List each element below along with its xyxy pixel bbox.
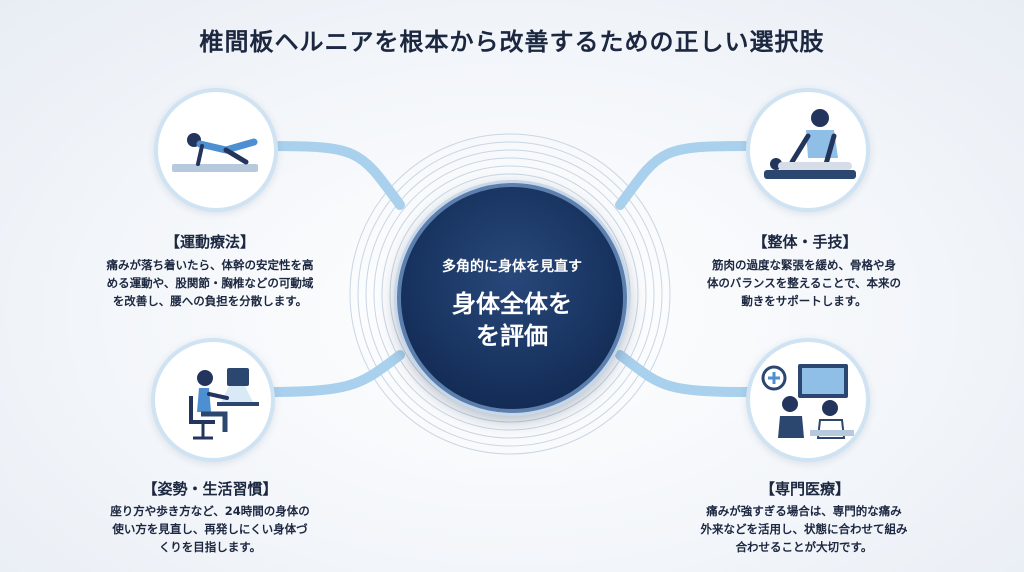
card-desc-line: 合わせることが大切です。 [735,540,873,554]
hub-subtitle: 多角的に身体を見直す [442,259,582,275]
card-desc-line: 外来などを活用し、状態に合わせて組み [700,522,908,536]
card-desc-line: 痛みが落ち着いたら、体幹の安定性を高 [106,258,314,272]
hub-main-line: 身体全体を [452,290,572,318]
card-desc-line: を改善し、腰への負担を分散します。 [112,294,308,308]
card-title-exercise: 【運動療法】 [164,233,255,251]
card-title-chiropractic: 【整体・手技】 [752,233,858,251]
card-title-posture: 【姿勢・生活習慣】 [142,480,278,498]
card-desc-line: 動きをサポートします。 [741,294,867,308]
central-hub-circle [397,183,627,413]
exercise-plank-icon [154,88,278,212]
concentric-rings [349,133,671,455]
connector-top-right [615,141,750,210]
card-desc-line: 体のバランスを整えることで、本来の [706,276,902,290]
card-desc-posture: 座り方や歩き方など、24時間の身体の 使い方を見直し、再発しにくい身体づ くりを… [70,502,350,556]
card-title-medical: 【専門医療】 [759,480,850,498]
hub-main-line: を評価 [476,322,548,350]
connector-bottom-right [615,350,753,397]
chiropractic-massage-icon [746,88,870,212]
medical-consultation-icon [746,338,870,462]
desk-posture-icon [151,338,275,462]
connector-bottom-left [257,350,405,397]
card-desc-exercise: 痛みが落ち着いたら、体幹の安定性を高 める運動や、股関節・胸椎などの可動域 を改… [70,256,350,310]
page-title: 椎間板ヘルニアを根本から改善するための正しい選択肢 [199,28,825,56]
card-desc-line: 使い方を見直し、再発しにくい身体づ [112,522,308,536]
card-desc-line: める運動や、股関節・胸椎などの可動域 [106,276,314,290]
connector-top-left [265,141,405,210]
hub-main-text: 身体全体を を評価 [397,288,627,352]
card-desc-line: 座り方や歩き方など、24時間の身体の [110,504,310,518]
card-desc-medical: 痛みが強すぎる場合は、専門的な痛み 外来などを活用し、状態に合わせて組み 合わせ… [664,502,944,556]
card-desc-line: くりを目指します。 [158,540,262,554]
card-desc-line: 筋肉の過度な緊張を緩め、骨格や身 [712,258,896,272]
card-desc-chiropractic: 筋肉の過度な緊張を緩め、骨格や身 体のバランスを整えることで、本来の 動きをサポ… [664,256,944,310]
card-desc-line: 痛みが強すぎる場合は、専門的な痛み [706,504,902,518]
